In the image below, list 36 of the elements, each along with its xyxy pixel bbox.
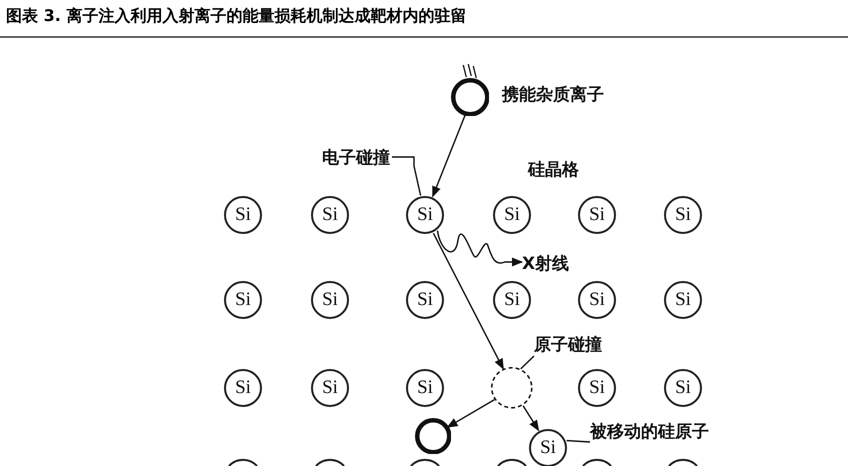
leader-line xyxy=(392,156,422,196)
silicon-atom-circle: Si xyxy=(406,369,444,407)
silicon-atom-circle: Si xyxy=(406,196,444,234)
silicon-atom-circle: Si xyxy=(664,281,702,319)
ion-circle xyxy=(414,418,452,454)
silicon-atom-circle: Si xyxy=(311,281,349,319)
silicon-atom-circle: Si xyxy=(664,369,702,407)
callout-text: X射线 xyxy=(522,252,570,275)
silicon-atom-circle: Si xyxy=(493,281,531,319)
arrow xyxy=(432,232,504,370)
figure-title: 图表 3. 离子注入利用入射离子的能量损耗机制达成靶材内的驻留 xyxy=(6,6,466,27)
wavy-arrow xyxy=(436,230,524,266)
callout-text: 被移动的硅原子 xyxy=(590,420,709,443)
arrow xyxy=(432,114,466,198)
ion-circle xyxy=(450,64,490,116)
lattice-label: 硅晶格 xyxy=(528,159,579,181)
callout-text: 原子碰撞 xyxy=(534,333,602,356)
callout-text: 携能杂质离子 xyxy=(502,84,604,106)
leader-line xyxy=(520,356,534,370)
arrow xyxy=(446,399,495,428)
silicon-atom-circle: Si xyxy=(578,281,616,319)
silicon-atom-circle: Si xyxy=(406,281,444,319)
silicon-atom-circle: Si xyxy=(578,196,616,234)
silicon-atom-circle: Si xyxy=(224,369,262,407)
arrow xyxy=(522,405,540,432)
silicon-atom-circle: Si xyxy=(493,196,531,234)
vacancy-circle xyxy=(491,367,533,409)
leader-line xyxy=(566,440,590,443)
silicon-atom-circle: Si xyxy=(224,281,262,319)
silicon-atom-circle: Si xyxy=(664,196,702,234)
silicon-atom-circle: Si xyxy=(311,196,349,234)
callout-text: 电子碰撞 xyxy=(322,146,390,169)
silicon-atom-circle: Si xyxy=(578,369,616,407)
silicon-atom-circle: Si xyxy=(311,369,349,407)
silicon-atom-circle: Si xyxy=(529,429,567,466)
silicon-atom-circle: Si xyxy=(224,196,262,234)
